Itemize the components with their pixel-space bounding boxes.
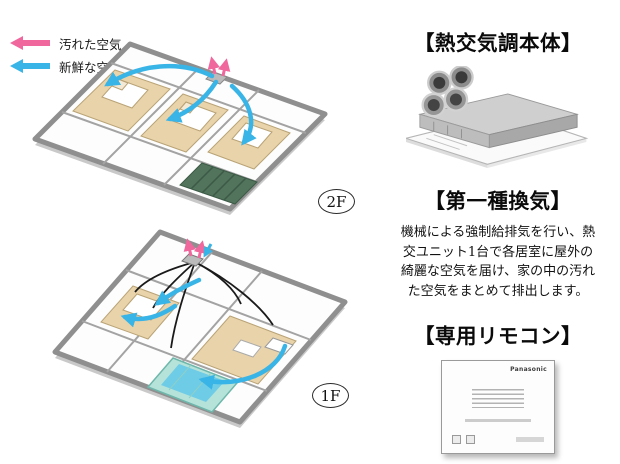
unit-section-title: 【熱交気調本体】 — [414, 31, 582, 55]
fresh-air-flow-2f — [104, 63, 257, 146]
remote-button-2 — [466, 435, 475, 444]
dirty-air-arrow-icon — [10, 36, 50, 50]
remote-caption-line — [465, 419, 531, 422]
floor-plan-1f-illustration — [52, 229, 348, 428]
remote-button-1 — [452, 435, 461, 444]
floor-label-1f: 1F — [312, 383, 349, 408]
remote-brand-label: Panasonic — [510, 366, 547, 373]
floor-plan-2f-illustration — [32, 41, 328, 215]
ventilation-section-title: 【第一種換気】 — [424, 189, 572, 213]
legend-dirty-air-row: 汚れた空気 — [10, 33, 122, 53]
ventilation-description: 機械による強制給排気を行い、熱交ユニット1台で各居室に屋外の綺麗な空気を届け、家… — [400, 225, 596, 299]
building-shell-1f — [52, 229, 348, 428]
heat-exchange-unit-photo — [405, 66, 588, 168]
balcony-2f — [179, 162, 258, 205]
remote-section-title: 【専用リモコン】 — [414, 324, 582, 348]
info-column: 【熱交気調本体】 — [382, 26, 614, 454]
remote-mini-label — [516, 437, 544, 442]
floor-label-2f: 2F — [318, 189, 355, 214]
floor-label-2f-text: 2F — [326, 192, 347, 211]
remote-louvers — [472, 389, 524, 408]
heat-exchange-unit-1f — [181, 238, 213, 267]
bathroom-1f — [146, 357, 239, 413]
unit-body — [417, 93, 579, 149]
unit-duct-ports — [420, 66, 474, 118]
fresh-air-flow-1f — [120, 277, 288, 390]
fresh-air-arrow-icon — [10, 59, 50, 73]
dirty-air-label: 汚れた空気 — [59, 36, 122, 52]
floor-label-1f-text: 1F — [320, 386, 341, 405]
remote-control-photo: Panasonic — [441, 360, 555, 454]
